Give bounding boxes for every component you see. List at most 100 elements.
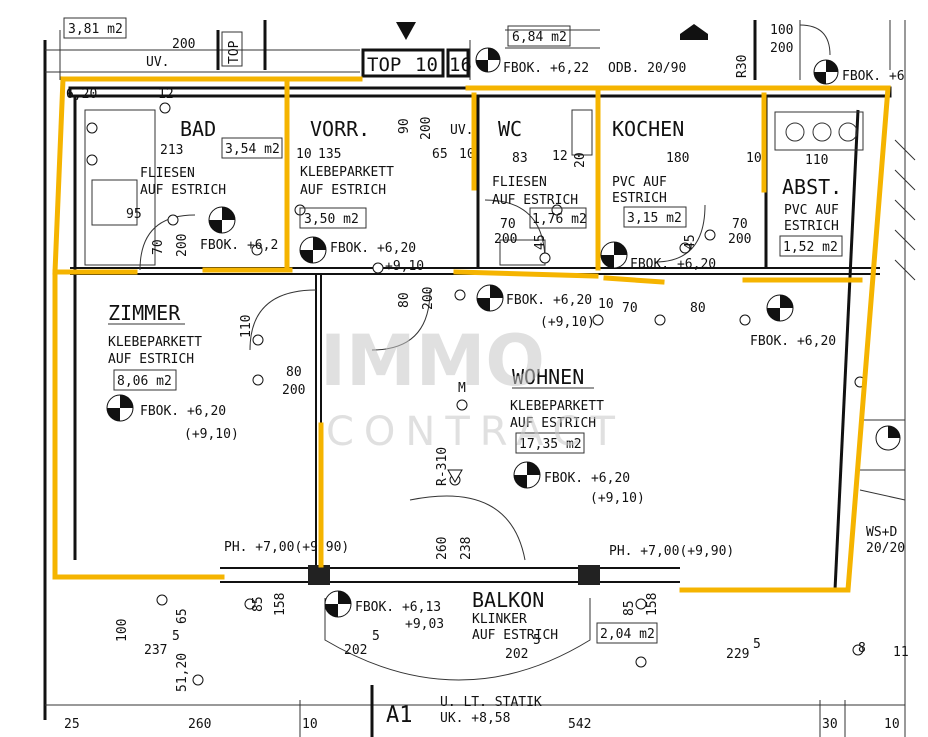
svg-text:10: 10: [746, 151, 762, 166]
svg-text:5: 5: [372, 629, 380, 644]
room-wc: WC FLIESEN AUF ESTRICH 1,76 m2: [492, 117, 587, 229]
svg-text:WOHNEN: WOHNEN: [512, 365, 584, 389]
fbok-marker: [208, 206, 236, 234]
top-right-area: 6,84 m2: [512, 30, 567, 45]
svg-text:70: 70: [622, 301, 638, 316]
svg-text:90: 90: [397, 118, 412, 134]
svg-text:85: 85: [251, 596, 266, 612]
svg-text:FBOK. +6,2: FBOK. +6,2: [200, 238, 278, 253]
svg-text:AUF ESTRICH: AUF ESTRICH: [510, 416, 596, 431]
room-balkon: BALKON KLINKER AUF ESTRICH 2,04 m2 FBOK.…: [355, 588, 658, 644]
svg-text:PH. +7,00(+9,90): PH. +7,00(+9,90): [609, 544, 734, 559]
svg-text:80: 80: [286, 365, 302, 380]
svg-text:5: 5: [753, 637, 761, 652]
svg-text:65: 65: [175, 608, 190, 624]
svg-text:135: 135: [318, 147, 341, 162]
svg-text:KOCHEN: KOCHEN: [612, 117, 684, 141]
svg-text:20: 20: [573, 152, 588, 168]
room-abst: ABST. PVC AUF ESTRICH 1,52 m2: [779, 175, 843, 257]
svg-text:PVC AUF: PVC AUF: [612, 175, 667, 190]
svg-text:BALKON: BALKON: [472, 588, 544, 612]
svg-text:FLIESEN: FLIESEN: [492, 175, 547, 190]
svg-text:FBOK. +6,20: FBOK. +6,20: [506, 293, 592, 308]
svg-text:202: 202: [505, 647, 528, 662]
svg-text:AUF ESTRICH: AUF ESTRICH: [108, 352, 194, 367]
svg-text:17,35 m2: 17,35 m2: [519, 437, 582, 452]
svg-text:20/20: 20/20: [866, 541, 905, 556]
svg-text:AUF ESTRICH: AUF ESTRICH: [472, 628, 558, 643]
svg-text:260: 260: [435, 537, 450, 560]
svg-text:KLEBEPARKETT: KLEBEPARKETT: [108, 335, 202, 350]
svg-text:UK. +8,58: UK. +8,58: [440, 711, 510, 726]
svg-text:200: 200: [421, 287, 436, 310]
header-labels: 3,81 m2 200 UV. TOP TOP 10 16 6,84 m2 FB…: [63, 17, 905, 84]
svg-text:KLEBEPARKETT: KLEBEPARKETT: [510, 399, 604, 414]
fbok-top: FBOK. +6,22: [503, 61, 589, 76]
svg-text:BAD: BAD: [180, 117, 216, 141]
svg-text:FBOK. +6,20: FBOK. +6,20: [330, 241, 416, 256]
svg-text:70: 70: [732, 217, 748, 232]
svg-text:2,04 m2: 2,04 m2: [600, 627, 655, 642]
svg-text:5: 5: [172, 629, 180, 644]
svg-text:202: 202: [344, 643, 367, 658]
svg-text:M: M: [458, 381, 466, 396]
svg-text:ESTRICH: ESTRICH: [612, 191, 667, 206]
svg-text:200: 200: [419, 117, 434, 140]
svg-text:80: 80: [690, 301, 706, 316]
svg-text:238: 238: [459, 537, 474, 560]
fbok-marker: [476, 284, 504, 312]
svg-text:51,20: 51,20: [175, 653, 190, 692]
fbok-marker: [299, 236, 327, 264]
exterior-linework: [43, 20, 916, 737]
svg-text:260: 260: [188, 717, 211, 732]
room-vorr: VORR. KLEBEPARKETT AUF ESTRICH 3,50 m2 F…: [299, 117, 424, 274]
top-label: TOP: [367, 54, 401, 76]
svg-text:FLIESEN: FLIESEN: [140, 166, 195, 181]
top-left-area: 3,81 m2: [68, 22, 123, 37]
svg-text:FBOK. +6,13: FBOK. +6,13: [355, 600, 441, 615]
svg-text:10: 10: [302, 717, 318, 732]
svg-text:12: 12: [158, 87, 174, 102]
floor-number: 16: [449, 54, 472, 76]
watermark: IMMO CONTRACT: [320, 320, 625, 455]
fixtures: [84, 109, 864, 266]
svg-text:200: 200: [728, 232, 751, 247]
fbok-marker: [106, 394, 134, 422]
svg-text:R-310: R-310: [435, 447, 450, 486]
svg-text:200: 200: [494, 232, 517, 247]
svg-text:CONTRACT: CONTRACT: [326, 409, 625, 455]
dim-200-top: 200: [172, 37, 195, 52]
svg-text:U. LT. STATIK: U. LT. STATIK: [440, 695, 542, 710]
svg-text:200: 200: [282, 383, 305, 398]
fbok-marker: [324, 590, 352, 618]
apartment-outline: [52, 76, 891, 593]
room-zimmer: ZIMMER KLEBEPARKETT AUF ESTRICH 8,06 m2 …: [108, 301, 239, 442]
svg-text:VORR.: VORR.: [310, 117, 370, 141]
svg-text:1,76 m2: 1,76 m2: [532, 212, 587, 227]
svg-text:6,20: 6,20: [66, 87, 97, 102]
level-markers: [106, 47, 901, 618]
svg-text:85: 85: [622, 600, 637, 616]
house-icon: [680, 24, 708, 40]
fbok-right: FBOK. +6: [842, 69, 905, 84]
odb-label: ODB. 20/90: [608, 61, 686, 76]
svg-text:(+9,10): (+9,10): [184, 427, 239, 442]
svg-text:110: 110: [239, 315, 254, 338]
svg-text:KLINKER: KLINKER: [472, 612, 527, 627]
dim-100: 100: [770, 23, 793, 38]
svg-text:FBOK. +6,20: FBOK. +6,20: [750, 334, 836, 349]
svg-text:180: 180: [666, 151, 689, 166]
svg-text:ABST.: ABST.: [782, 175, 842, 199]
svg-text:158: 158: [273, 593, 288, 616]
svg-text:(+9,10): (+9,10): [540, 315, 595, 330]
fbok-marker: [766, 294, 794, 322]
svg-text:70: 70: [500, 217, 516, 232]
arrow-icon: [396, 22, 416, 40]
svg-text:AUF ESTRICH: AUF ESTRICH: [140, 183, 226, 198]
svg-text:8: 8: [858, 641, 866, 656]
svg-text:65: 65: [432, 147, 448, 162]
svg-text:11: 11: [893, 645, 909, 660]
svg-text:A1: A1: [386, 703, 413, 728]
svg-text:3,54 m2: 3,54 m2: [225, 142, 280, 157]
dimension-labels: 213 12 6,20 135 10 90 200 UV. 65 10 83 1…: [64, 87, 909, 732]
